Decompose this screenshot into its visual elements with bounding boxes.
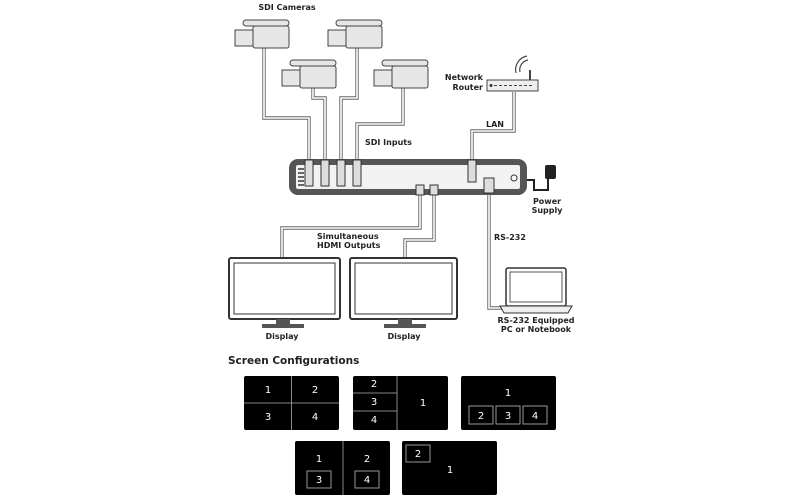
- window-number: 3: [265, 412, 271, 423]
- hdmi-label-2: HDMI Outputs: [317, 241, 381, 250]
- camera-icon: [281, 59, 337, 89]
- window-number: 3: [371, 397, 377, 408]
- rs232-cable: [487, 193, 505, 310]
- camera-icon: [373, 59, 429, 89]
- sdi-cameras-label: SDI Cameras: [258, 3, 316, 12]
- window-number: 2: [371, 379, 377, 390]
- window-number: 4: [312, 412, 318, 423]
- router-label-2: Router: [452, 83, 483, 92]
- power-adapter-icon: [545, 165, 556, 179]
- window-number: 1: [265, 385, 271, 396]
- window-number: 3: [505, 411, 511, 422]
- window-number: 1: [505, 388, 511, 399]
- rs232-label: RS-232: [494, 233, 526, 242]
- camera-icon: [327, 19, 383, 49]
- power-label-2: Supply: [532, 206, 564, 215]
- hdmi-label-1: Simultaneous: [317, 232, 379, 241]
- window-number: 2: [364, 454, 370, 465]
- window-number: 1: [316, 454, 322, 465]
- window-number: 4: [364, 475, 370, 486]
- multiviewer-device: [289, 159, 527, 196]
- display-left-icon: [228, 257, 341, 328]
- window-number: 2: [415, 449, 421, 460]
- lan-cable: [470, 92, 516, 162]
- screen-configurations-title: Screen Configurations: [228, 355, 359, 367]
- window-number: 4: [371, 415, 377, 426]
- display-left-label: Display: [266, 332, 300, 341]
- window-number: 3: [316, 475, 322, 486]
- window-number: 2: [478, 411, 484, 422]
- config-main-with-three-pip: 1 2 3 4: [461, 376, 556, 430]
- config-quad: 1 2 3 4: [244, 376, 339, 430]
- pc-label-1: RS-232 Equipped: [498, 316, 575, 325]
- camera-icon: [234, 19, 290, 49]
- power-cable: [520, 178, 549, 191]
- pc-label-2: PC or Notebook: [501, 325, 572, 334]
- window-number: 1: [420, 398, 426, 409]
- sdi-cables: [262, 48, 405, 162]
- window-number: 1: [447, 465, 453, 476]
- display-right-icon: [349, 257, 458, 328]
- lan-label: LAN: [486, 120, 504, 129]
- window-number: 4: [532, 411, 538, 422]
- router-icon: [486, 55, 539, 92]
- hdmi-cables: [280, 193, 436, 258]
- sdi-inputs-label: SDI Inputs: [365, 138, 412, 147]
- power-label-1: Power: [533, 197, 561, 206]
- laptop-icon: [499, 267, 573, 314]
- config-pip: 2 1: [402, 441, 497, 495]
- sdi-cameras: [234, 19, 429, 89]
- router-label-1: Network: [445, 73, 484, 82]
- window-number: 2: [312, 385, 318, 396]
- display-right-label: Display: [388, 332, 422, 341]
- config-three-left-one-right: 2 3 4 1: [353, 376, 448, 430]
- config-dual-with-pip: 1 3 2 4: [295, 441, 390, 495]
